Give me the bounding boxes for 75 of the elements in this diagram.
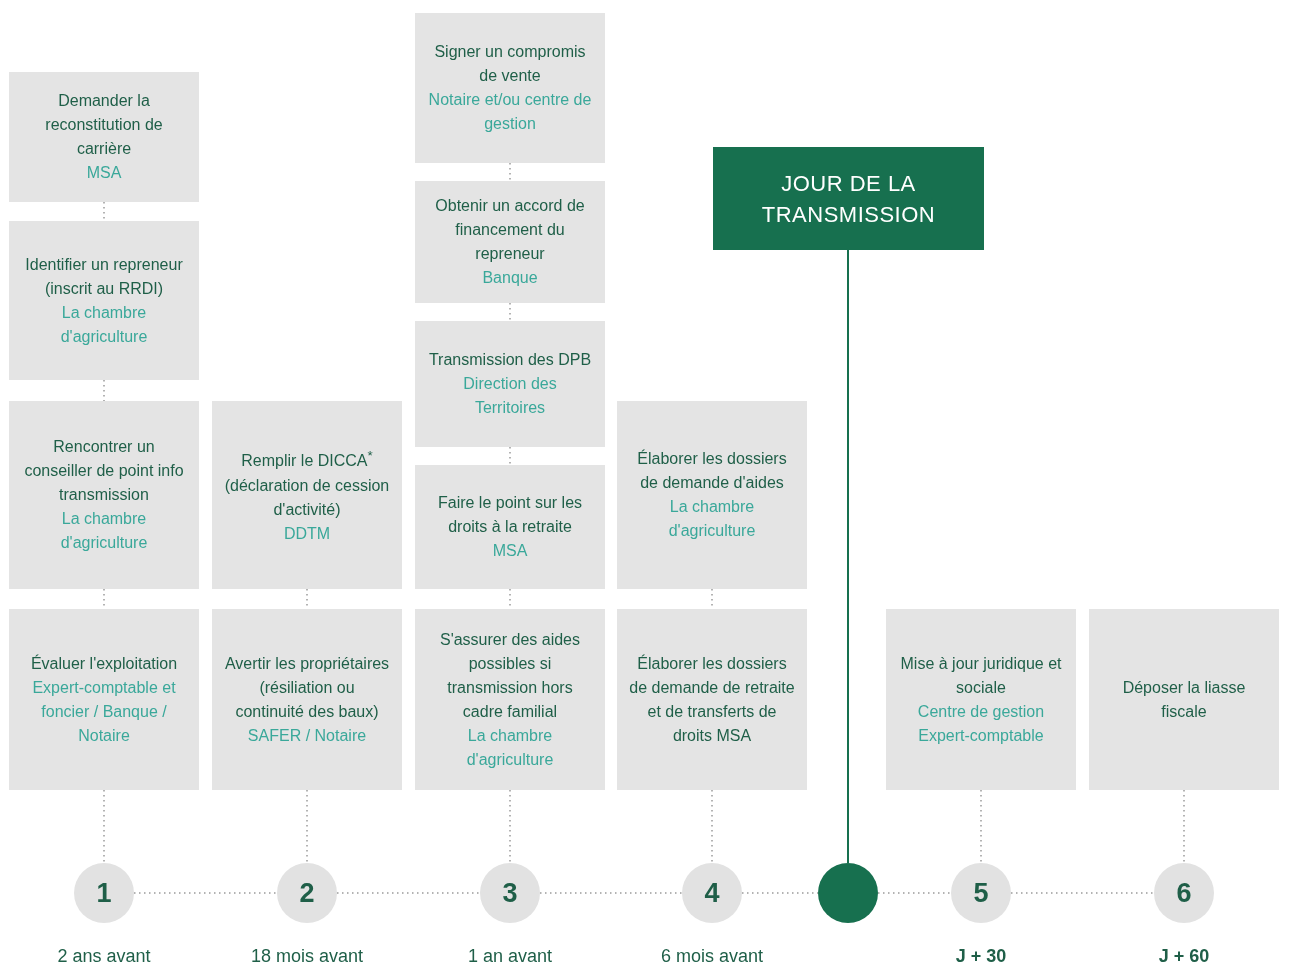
time-label: 2 ans avant	[56, 946, 152, 967]
organization-text: Direction des Territoires	[462, 374, 558, 418]
task-text: Élaborer les dossiers de demande d'aides	[636, 448, 788, 493]
step-circle: 6	[1154, 863, 1214, 923]
task-box	[415, 465, 605, 589]
connector-line	[103, 379, 105, 402]
task-text: Élaborer les dossiers de demande de retraite et de transferts de droits MSA	[629, 653, 795, 746]
connector-line	[711, 789, 713, 864]
time-label: 6 mois avant	[659, 946, 765, 967]
organization-text: La chambre d'agriculture	[59, 302, 149, 347]
task-text: Signer un compromis de vente	[433, 42, 587, 86]
task-box	[415, 13, 605, 163]
organization-text: Banque	[482, 268, 538, 288]
task-text: S'assurer des aides possibles si transmission hors cadre familial	[439, 629, 581, 722]
connector-line	[509, 162, 511, 182]
connector-line	[509, 789, 511, 864]
step-circle: 5	[951, 863, 1011, 923]
task-box	[415, 609, 605, 790]
connector-line	[336, 892, 481, 894]
task-box	[415, 321, 605, 447]
organization-text: Expert-comptable et foncier / Banque / Notaire	[31, 677, 177, 746]
task-text: Déposer la liasse fiscale	[1121, 677, 1247, 722]
milestone-title: JOUR DE LA TRANSMISSION	[760, 169, 937, 229]
task-text: Mise à jour juridique et sociale	[899, 653, 1063, 698]
connector-line	[509, 446, 511, 466]
organization-text: Centre de gestion Expert-comptable	[916, 701, 1046, 746]
task-box	[9, 221, 199, 380]
task-box	[415, 181, 605, 303]
connector-line	[1183, 789, 1185, 864]
step-circle: 3	[480, 863, 540, 923]
task-text: Demander la reconstitution de carrière	[44, 91, 164, 159]
task-box	[9, 401, 199, 589]
time-label: 18 mois avant	[249, 946, 365, 967]
connector-line	[980, 789, 982, 864]
time-label: 1 an avant	[466, 946, 554, 967]
connector-line	[509, 302, 511, 322]
connector-line	[1010, 892, 1155, 894]
connector-line	[103, 201, 105, 222]
connector-line	[306, 789, 308, 864]
task-text: Avertir les propriétaires (résiliation ou continuité des baux)	[224, 653, 390, 722]
task-box	[212, 401, 402, 589]
connector-line	[877, 892, 952, 894]
connector-line	[133, 892, 278, 894]
connector-line	[539, 892, 683, 894]
task-box	[9, 609, 199, 790]
connector-line	[103, 789, 105, 864]
organization-text: La chambre d'agriculture	[667, 497, 757, 541]
task-text: Remplir le DICCA$^{*}$ (déclaration de cession d'activité)	[224, 447, 390, 520]
task-text: Identifier un repreneur (inscrit au RRDI)	[24, 254, 184, 299]
organization-text: Notaire et/ou centre de gestion	[427, 90, 593, 134]
step-circle: 2	[277, 863, 337, 923]
task-box	[9, 72, 199, 202]
task-text: Obtenir un accord de financement du repreneur	[434, 196, 586, 264]
task-text: Rencontrer un conseiller de point info transmission	[23, 437, 185, 505]
task-box	[212, 609, 402, 790]
task-box	[617, 401, 807, 589]
organization-text: SAFER / Notaire	[247, 725, 367, 746]
milestone-box	[713, 147, 984, 250]
connector-line	[847, 249, 849, 864]
time-label: J + 60	[1157, 946, 1211, 967]
organization-text: MSA	[86, 163, 122, 183]
task-box	[886, 609, 1076, 790]
organization-text: La chambre d'agriculture	[59, 509, 149, 553]
step-circle: 1	[74, 863, 134, 923]
organization-text: La chambre d'agriculture	[465, 725, 555, 770]
task-text: Évaluer l'exploitation	[30, 653, 178, 674]
task-box	[617, 609, 807, 790]
task-text: Transmission des DPB	[428, 350, 592, 370]
organization-text: DDTM	[283, 523, 331, 544]
milestone-dot	[818, 863, 878, 923]
organization-text: MSA	[492, 541, 528, 561]
time-label: J + 30	[954, 946, 1008, 967]
step-circle: 4	[682, 863, 742, 923]
task-text: Faire le point sur les droits à la retraite	[436, 493, 584, 537]
task-box	[1089, 609, 1279, 790]
